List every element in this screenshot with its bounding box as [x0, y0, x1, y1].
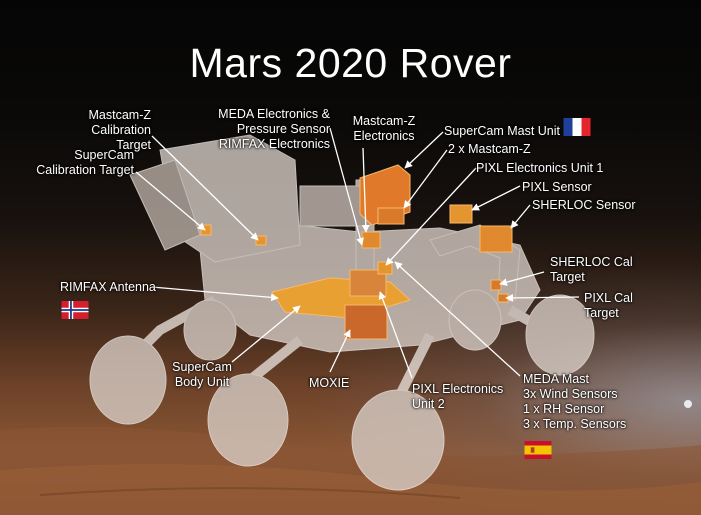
rover-wheel: [351, 389, 445, 491]
callout-pixl-cal: [505, 294, 580, 302]
label-supercam-body-unit: SuperCam Body Unit: [172, 360, 232, 389]
callout-sherloc-sensor: [510, 204, 531, 229]
label-pixl-electronics-unit-1: PIXL Electronics Unit 1: [476, 161, 604, 175]
label-moxie: MOXIE: [309, 376, 350, 390]
spain-flag-icon: [524, 441, 552, 459]
label-pixl-electronics-unit-2: PIXL Electronics Unit 2: [412, 382, 504, 411]
mastcam-z-cameras: [377, 207, 405, 225]
callout-meda-mast: [394, 261, 521, 377]
callout-pixl-eu1: [385, 167, 477, 266]
page-title: Mars 2020 Rover: [189, 40, 512, 86]
label-pixl-cal-target: PIXL Cal Target: [584, 291, 633, 320]
sherloc-sensor: [479, 225, 513, 253]
callout-mastcam-2x: [403, 149, 448, 209]
label-mastcam-z-electronics: Mastcam-Z Electronics: [352, 114, 416, 143]
moxie: [344, 304, 388, 340]
label-meda-mast: MEDA Mast 3x Wind Sensors 1 x RH Sensor …: [523, 372, 627, 431]
label-rimfax-antenna: RIMFAX Antenna: [60, 280, 156, 294]
callout-meda-electronics: [329, 127, 364, 246]
france-flag-icon: [563, 118, 591, 136]
label-sherloc-sensor: SHERLOC Sensor: [532, 198, 636, 212]
callout-pixl-sensor: [471, 185, 521, 211]
label-meda-electronics: MEDA Electronics & Pressure Sensor RIMFA…: [218, 107, 330, 151]
label-pixl-sensor: PIXL Sensor: [522, 180, 592, 194]
label-sherloc-cal-target: SHERLOC Cal Target: [550, 255, 633, 284]
callout-mastcam-elec: [361, 147, 370, 233]
label-2x-mastcam-z: 2 x Mastcam-Z: [448, 142, 531, 156]
norway-flag-icon: [61, 301, 89, 319]
callout-supercam-body: [231, 305, 301, 363]
pixl-sensor: [449, 204, 473, 224]
callout-supercam-mast: [404, 131, 444, 169]
label-supercam-cal-target: SuperCam Calibration Target: [36, 148, 134, 177]
rover-wheel: [89, 335, 167, 425]
callout-pixl-eu2: [378, 291, 413, 379]
rover-wheel: [525, 294, 595, 376]
callout-sherloc-cal: [499, 271, 545, 286]
label-supercam-mast-unit: SuperCam Mast Unit: [444, 124, 561, 138]
rover-wheel: [207, 373, 289, 467]
rover-wheel: [183, 299, 237, 361]
rover-wheel: [448, 289, 502, 351]
callout-mastcam-cal: [151, 135, 259, 241]
callout-supercam-cal: [135, 171, 206, 231]
label-mastcam-cal-target: Mastcam-Z Calibration Target: [88, 108, 152, 152]
callout-rimfax-antenna: [151, 286, 279, 302]
callout-moxie: [329, 329, 351, 373]
